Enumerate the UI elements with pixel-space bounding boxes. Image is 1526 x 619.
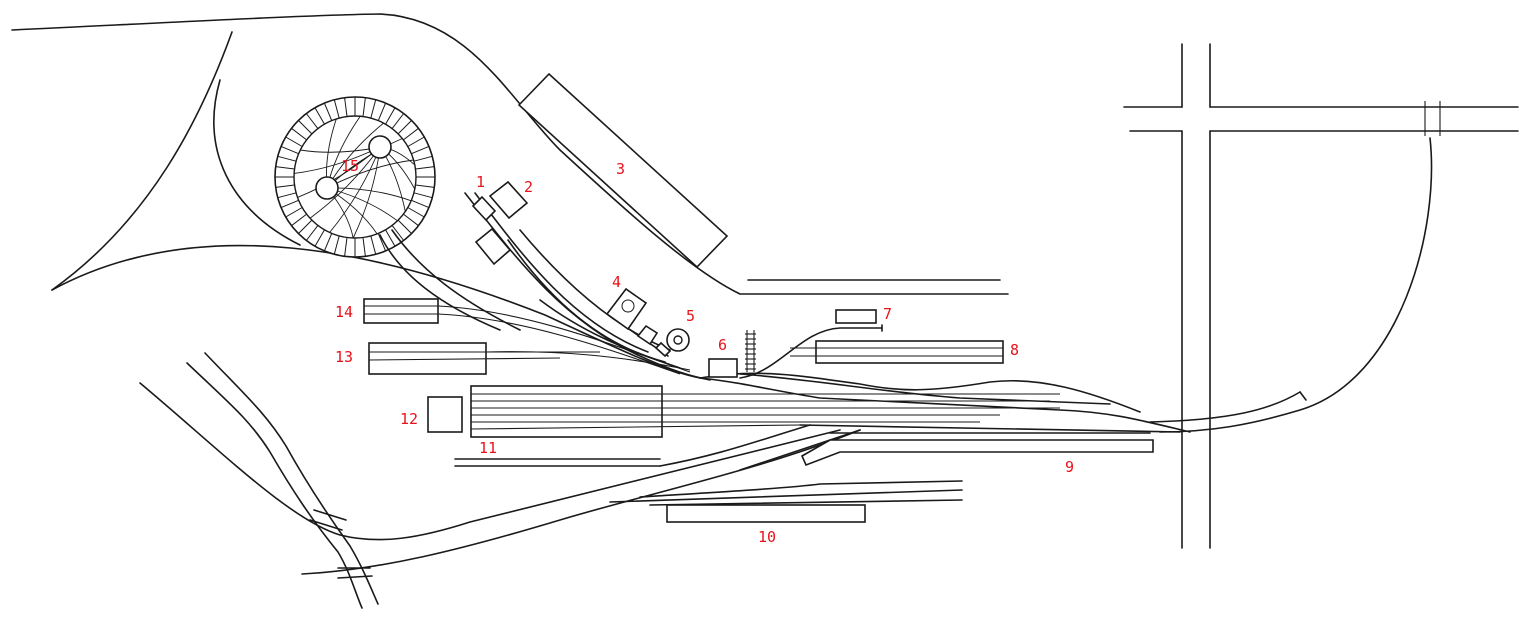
roundhouse-stall-line	[285, 207, 303, 218]
roundhouse-stall-line	[413, 155, 433, 162]
roundhouse-stall-line	[298, 219, 313, 234]
number-labels: 1 2 3 4 5 6 7 8 9 10 11 12 13 14 15	[335, 157, 1074, 546]
roundhouse-stall-line	[275, 184, 295, 188]
roundhouse-stall-line	[415, 166, 435, 170]
roundhouse-stall-line	[407, 207, 425, 218]
roundhouse-stall-line	[277, 192, 297, 199]
roundhouse-stall-line	[377, 102, 387, 121]
label-4: 4	[612, 273, 621, 291]
building-12	[427, 396, 463, 433]
roundhouse-stall-line	[285, 136, 303, 147]
building-13	[368, 342, 691, 375]
roundhouse-stall-line	[377, 233, 387, 252]
building-2	[488, 180, 529, 220]
label-15: 15	[341, 157, 359, 175]
roundhouse-stall-line	[291, 127, 307, 141]
roundhouse-stall-line	[391, 225, 405, 241]
label-13: 13	[335, 348, 353, 366]
label-11: 11	[479, 439, 497, 457]
roundhouse-stall-line	[362, 237, 366, 257]
river-bridges	[309, 509, 373, 579]
roundhouse-stall-line	[385, 107, 396, 125]
roundhouse-stall-line	[411, 199, 430, 209]
roundhouse-stall-line	[275, 166, 295, 170]
building-8	[790, 340, 1004, 364]
roundhouse-stall-line	[333, 235, 340, 255]
label-5: 5	[686, 307, 695, 325]
roundhouse-stall-line	[362, 97, 366, 117]
roundhouse-stall-line	[397, 120, 412, 135]
roundhouse-stall-line	[314, 107, 325, 125]
building-1	[471, 195, 512, 266]
roundhouse-stall-line	[370, 99, 377, 119]
main-line-tracks	[11, 13, 1433, 575]
building-14	[363, 298, 691, 375]
roundhouse-stall-line	[403, 213, 419, 227]
roundhouse-stall-line	[280, 145, 299, 155]
roundhouse-stall-line	[370, 235, 377, 255]
label-8: 8	[1010, 341, 1019, 359]
roundhouse-stall-line	[305, 225, 319, 241]
building-6	[708, 330, 756, 378]
roundhouse-stall-line	[323, 102, 333, 121]
roundhouse-stall-line	[314, 229, 325, 247]
roundhouse-stall-line	[333, 99, 340, 119]
building-7	[739, 309, 883, 379]
roundhouse-stall-line	[413, 192, 433, 199]
label-9: 9	[1065, 458, 1074, 476]
building-4	[605, 287, 672, 358]
roundhouse-stall-line	[291, 213, 307, 227]
label-3: 3	[616, 160, 625, 178]
platform-9	[800, 439, 1154, 467]
label-14: 14	[335, 303, 353, 321]
roundhouse-stall-line	[280, 199, 299, 209]
label-10: 10	[758, 528, 776, 546]
platform-10	[666, 504, 866, 523]
roundhouse-stall-line	[411, 145, 430, 155]
water-tank-5	[666, 328, 690, 352]
label-2: 2	[524, 178, 533, 196]
roundhouse-stall-line	[415, 184, 435, 188]
roundhouse-stall-line	[407, 136, 425, 147]
roundhouse-turntable	[274, 96, 521, 331]
river	[186, 352, 379, 609]
roundhouse-stall-line	[298, 120, 313, 135]
label-6: 6	[718, 336, 727, 354]
label-12: 12	[400, 410, 418, 428]
building-3	[517, 72, 729, 269]
roundhouse-stall-line	[391, 113, 405, 129]
building-11	[470, 385, 1060, 438]
roundhouse-stall-line	[344, 237, 348, 257]
roundhouse-stall-line	[323, 233, 333, 252]
roundhouse-stall-line	[397, 219, 412, 234]
label-7: 7	[883, 305, 892, 323]
roundhouse-stall-line	[385, 229, 396, 247]
roundhouse-stall-line	[344, 97, 348, 117]
roundhouse-stall-line	[305, 113, 319, 129]
street-grid	[1123, 43, 1519, 549]
label-1: 1	[476, 173, 485, 191]
roundhouse-stall-line	[403, 127, 419, 141]
roundhouse-stall-line	[277, 155, 297, 162]
